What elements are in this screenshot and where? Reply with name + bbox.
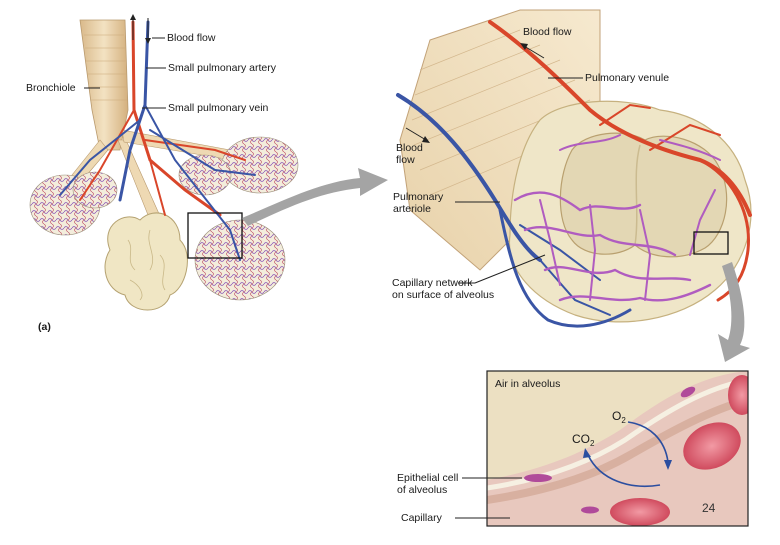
- leader-capillary-network-2: [474, 254, 546, 284]
- alveolar-sac-section: [104, 212, 188, 311]
- label-co2: CO2: [572, 432, 595, 448]
- label-small-pulmonary-vein: Small pulmonary vein: [168, 102, 269, 114]
- panel-a-vessels: [59, 20, 256, 261]
- label-blood-flow-b-left-2: flow: [396, 154, 415, 166]
- label-blood-flow-a: Blood flow: [167, 32, 216, 44]
- label-capillary: Capillary: [401, 512, 443, 524]
- inset-frame-c: [486, 370, 749, 527]
- label-pulmonary-venule: Pulmonary venule: [585, 72, 669, 84]
- label-capillary-network-1: Capillary network: [392, 277, 473, 289]
- co2-arrowhead: [583, 448, 591, 458]
- label-blood-flow-b-top: Blood flow: [523, 26, 572, 38]
- capillary-nucleus: [581, 506, 599, 514]
- label-epithelial-cell-2: of alveolus: [397, 484, 447, 496]
- o2-arrowhead: [664, 460, 672, 470]
- page-number: 24: [702, 501, 716, 515]
- label-o2: O2: [612, 409, 626, 425]
- epithelial-nucleus: [524, 474, 552, 482]
- co2-arrow: [587, 454, 661, 487]
- label-epithelial-cell-1: Epithelial cell: [397, 472, 458, 484]
- inset-box-b: [693, 231, 729, 255]
- blood-flow-arrows-b: [405, 43, 545, 143]
- alveolar-sac-left-top: [72, 171, 118, 209]
- label-small-pulmonary-artery: Small pulmonary artery: [168, 62, 277, 74]
- label-bronchiole: Bronchiole: [26, 82, 76, 94]
- label-air-in-alveolus: Air in alveolus: [495, 378, 560, 390]
- endothelial-nucleus: [680, 386, 696, 398]
- panel-a: Blood flow Small pulmonary artery Bronch…: [26, 14, 299, 333]
- red-blood-cell-2: [728, 375, 748, 415]
- label-pulmonary-arteriole-1: Pulmonary: [393, 191, 444, 203]
- panel-c: Air in alveolus O2 CO2 Epithelial cell o…: [397, 370, 749, 527]
- alveolus-septum: [634, 144, 641, 246]
- label-pulmonary-arteriole-2: arteriole: [393, 203, 431, 215]
- panel-letter-a: (a): [38, 321, 51, 333]
- bronchiole-tube: [79, 19, 129, 151]
- blood-flow-arrows-a: [130, 14, 151, 44]
- o2-arrow: [627, 421, 669, 463]
- bronchiole-rings: [84, 34, 127, 101]
- panel-b-vessels: [396, 20, 752, 328]
- label-blood-flow-b-left-1: Blood: [396, 142, 423, 154]
- alveolar-sac-right-top: [221, 136, 299, 194]
- inset-box-a: [187, 212, 243, 259]
- panel-b: Blood flow Pulmonary venule Blood flow P…: [392, 9, 752, 328]
- alveolar-sac-mid: [178, 154, 232, 196]
- zoom-arrow-b-to-c: [718, 262, 750, 362]
- zoom-arrow-a-to-b: [242, 168, 388, 226]
- red-blood-cell-1: [683, 422, 741, 470]
- label-capillary-network-2: on surface of alveolus: [392, 289, 494, 301]
- red-blood-cell-3: [610, 498, 670, 526]
- epithelial-membrane: [487, 396, 748, 504]
